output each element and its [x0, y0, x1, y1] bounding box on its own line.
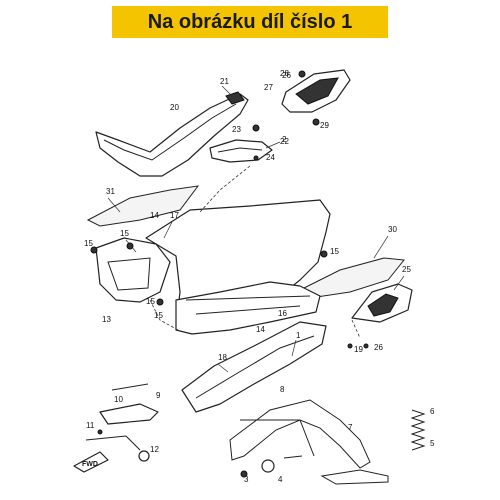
callout-15a: 15: [84, 239, 93, 248]
callout-23: 23: [232, 125, 241, 134]
callout-16: 16: [278, 309, 287, 318]
callout-17: 17: [170, 211, 179, 220]
part-13-bracket: [95, 237, 171, 303]
callout-31: 31: [106, 187, 115, 196]
fasteners: [90, 70, 369, 478]
part-9-side-stand: [85, 383, 159, 462]
fwd-label: FWD: [82, 461, 98, 468]
callout-19: 19: [354, 345, 363, 354]
part-21-20-side-cover: [95, 91, 249, 177]
callout-7: 7: [348, 423, 353, 432]
callout-15d: 15: [154, 311, 163, 320]
part-fwd-arrow: FWD: [73, 451, 109, 473]
dashed-guides: [149, 165, 361, 339]
callout-6: 6: [430, 407, 435, 416]
callout-15b: 15: [120, 229, 129, 238]
callout-20: 20: [170, 103, 179, 112]
callout-27: 27: [264, 83, 273, 92]
part-31-left-footrest: [86, 185, 200, 227]
callout-5: 5: [430, 439, 435, 448]
part-27-upper-panel: [281, 69, 351, 113]
leader-lines: [107, 85, 405, 373]
callout-18: 18: [218, 353, 227, 362]
callout-10: 10: [114, 395, 123, 404]
callout-26a: 26: [282, 71, 291, 80]
part-22-cover: [209, 139, 273, 163]
callout-26b: 26: [374, 343, 383, 352]
callout-13: 13: [102, 315, 111, 324]
part-25-side-cover: [351, 283, 413, 323]
callout-8: 8: [280, 385, 285, 394]
callout-14a: 14: [150, 211, 159, 220]
callout-24: 24: [266, 153, 275, 162]
callout-2: 2: [282, 135, 287, 144]
part-1-main-stand: [229, 399, 389, 485]
callout-12: 12: [150, 445, 159, 454]
part-number-banner: Na obrázku díl číslo 1: [112, 6, 388, 38]
callout-21: 21: [220, 77, 229, 86]
part-16-floor-panel: [145, 199, 331, 335]
callout-4: 4: [278, 475, 283, 484]
callout-25: 25: [402, 265, 411, 274]
part-18-underbody-panel: [181, 321, 327, 413]
callout-28: 28: [280, 69, 289, 78]
callout-15c: 15: [146, 297, 155, 306]
callout-30: 30: [388, 225, 397, 234]
callout-labels: 1 2 3 4 5 6 7 8 9 10 11 12 13 14 14 15 1…: [84, 69, 435, 484]
callout-22: 22: [280, 137, 289, 146]
part-5-spring: [410, 409, 426, 451]
callout-14b: 14: [256, 325, 265, 334]
callout-3: 3: [244, 475, 249, 484]
callout-9: 9: [156, 391, 161, 400]
callout-1: 1: [296, 331, 301, 340]
callout-15e: 15: [330, 247, 339, 256]
callout-29: 29: [320, 121, 329, 130]
callout-11: 11: [86, 421, 95, 430]
